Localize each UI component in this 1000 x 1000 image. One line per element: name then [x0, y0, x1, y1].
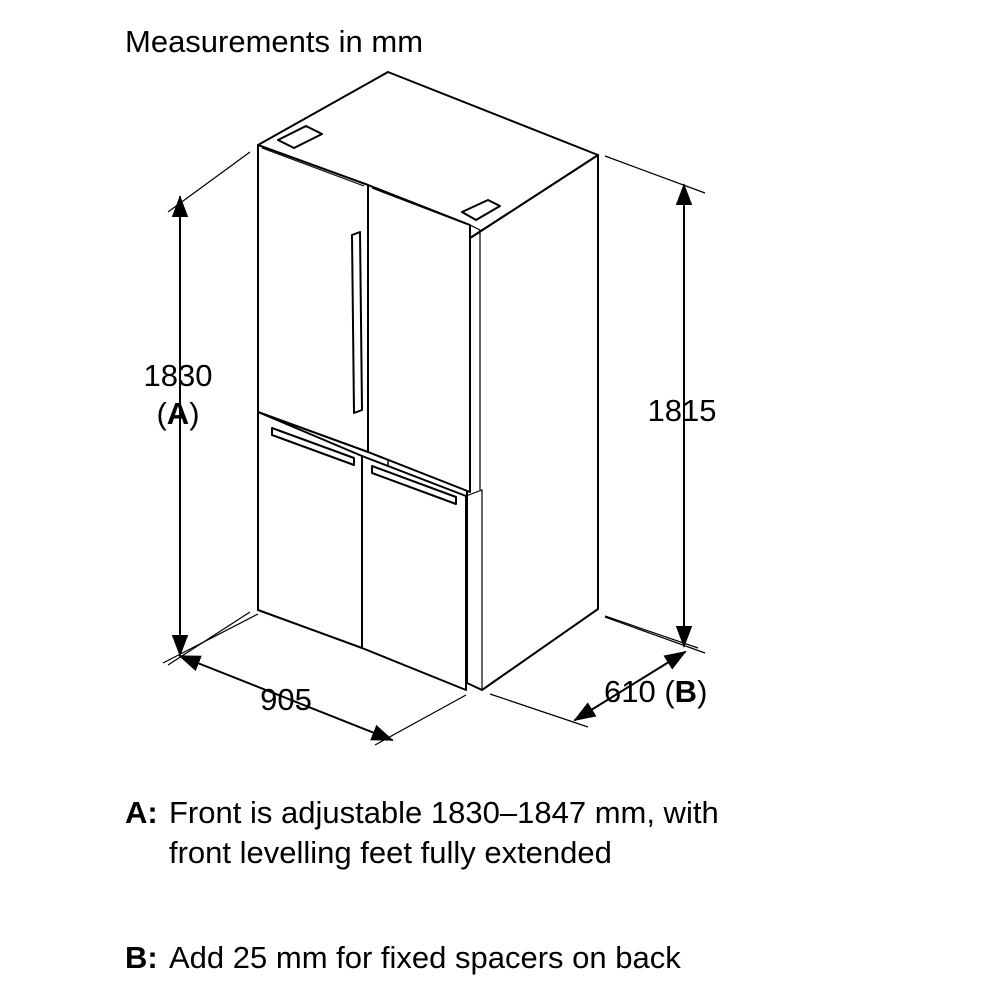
note-b-label: B: — [125, 940, 158, 975]
front-height-ref: (A) — [156, 396, 199, 431]
width-value: 905 — [260, 682, 312, 717]
drawer-handle-right-icon — [371, 465, 457, 505]
hinge-right-icon — [461, 199, 501, 221]
fridge-side-panel — [466, 154, 599, 691]
note-a-line1: Front is adjustable 1830–1847 mm, with — [169, 795, 719, 830]
fridge-body — [257, 71, 599, 691]
dimension-width: 905 — [162, 613, 467, 746]
front-height-value: 1830 — [144, 358, 213, 393]
dimension-back-height: 1815 — [604, 155, 717, 654]
door-upper-right — [367, 184, 471, 493]
dimension-depth: 610 (B) — [489, 615, 707, 728]
back-height-value: 1815 — [648, 393, 717, 428]
depth-value: 610 (B) — [604, 674, 707, 709]
drawer-lower-right — [361, 455, 467, 691]
fridge-dimension-diagram: 1830 (A) 1815 905 610 (B) — [144, 71, 717, 746]
door-upper-left — [257, 144, 369, 453]
note-a-label: A: — [125, 795, 158, 830]
page-title: Measurements in mm — [125, 24, 424, 59]
drawer-handle-left-icon — [271, 427, 355, 466]
dimension-front-height: 1830 (A) — [144, 151, 251, 666]
door-handle-icon — [351, 231, 363, 414]
hinge-left-icon — [277, 125, 323, 149]
note-b: B: Add 25 mm for fixed spacers on back — [125, 938, 681, 978]
note-b-text: Add 25 mm for fixed spacers on back — [169, 940, 681, 975]
note-a-line2: front levelling feet fully extended — [169, 835, 612, 870]
note-a: A: Front is adjustable 1830–1847 mm, with… — [125, 793, 719, 873]
fridge-doors — [257, 144, 483, 691]
